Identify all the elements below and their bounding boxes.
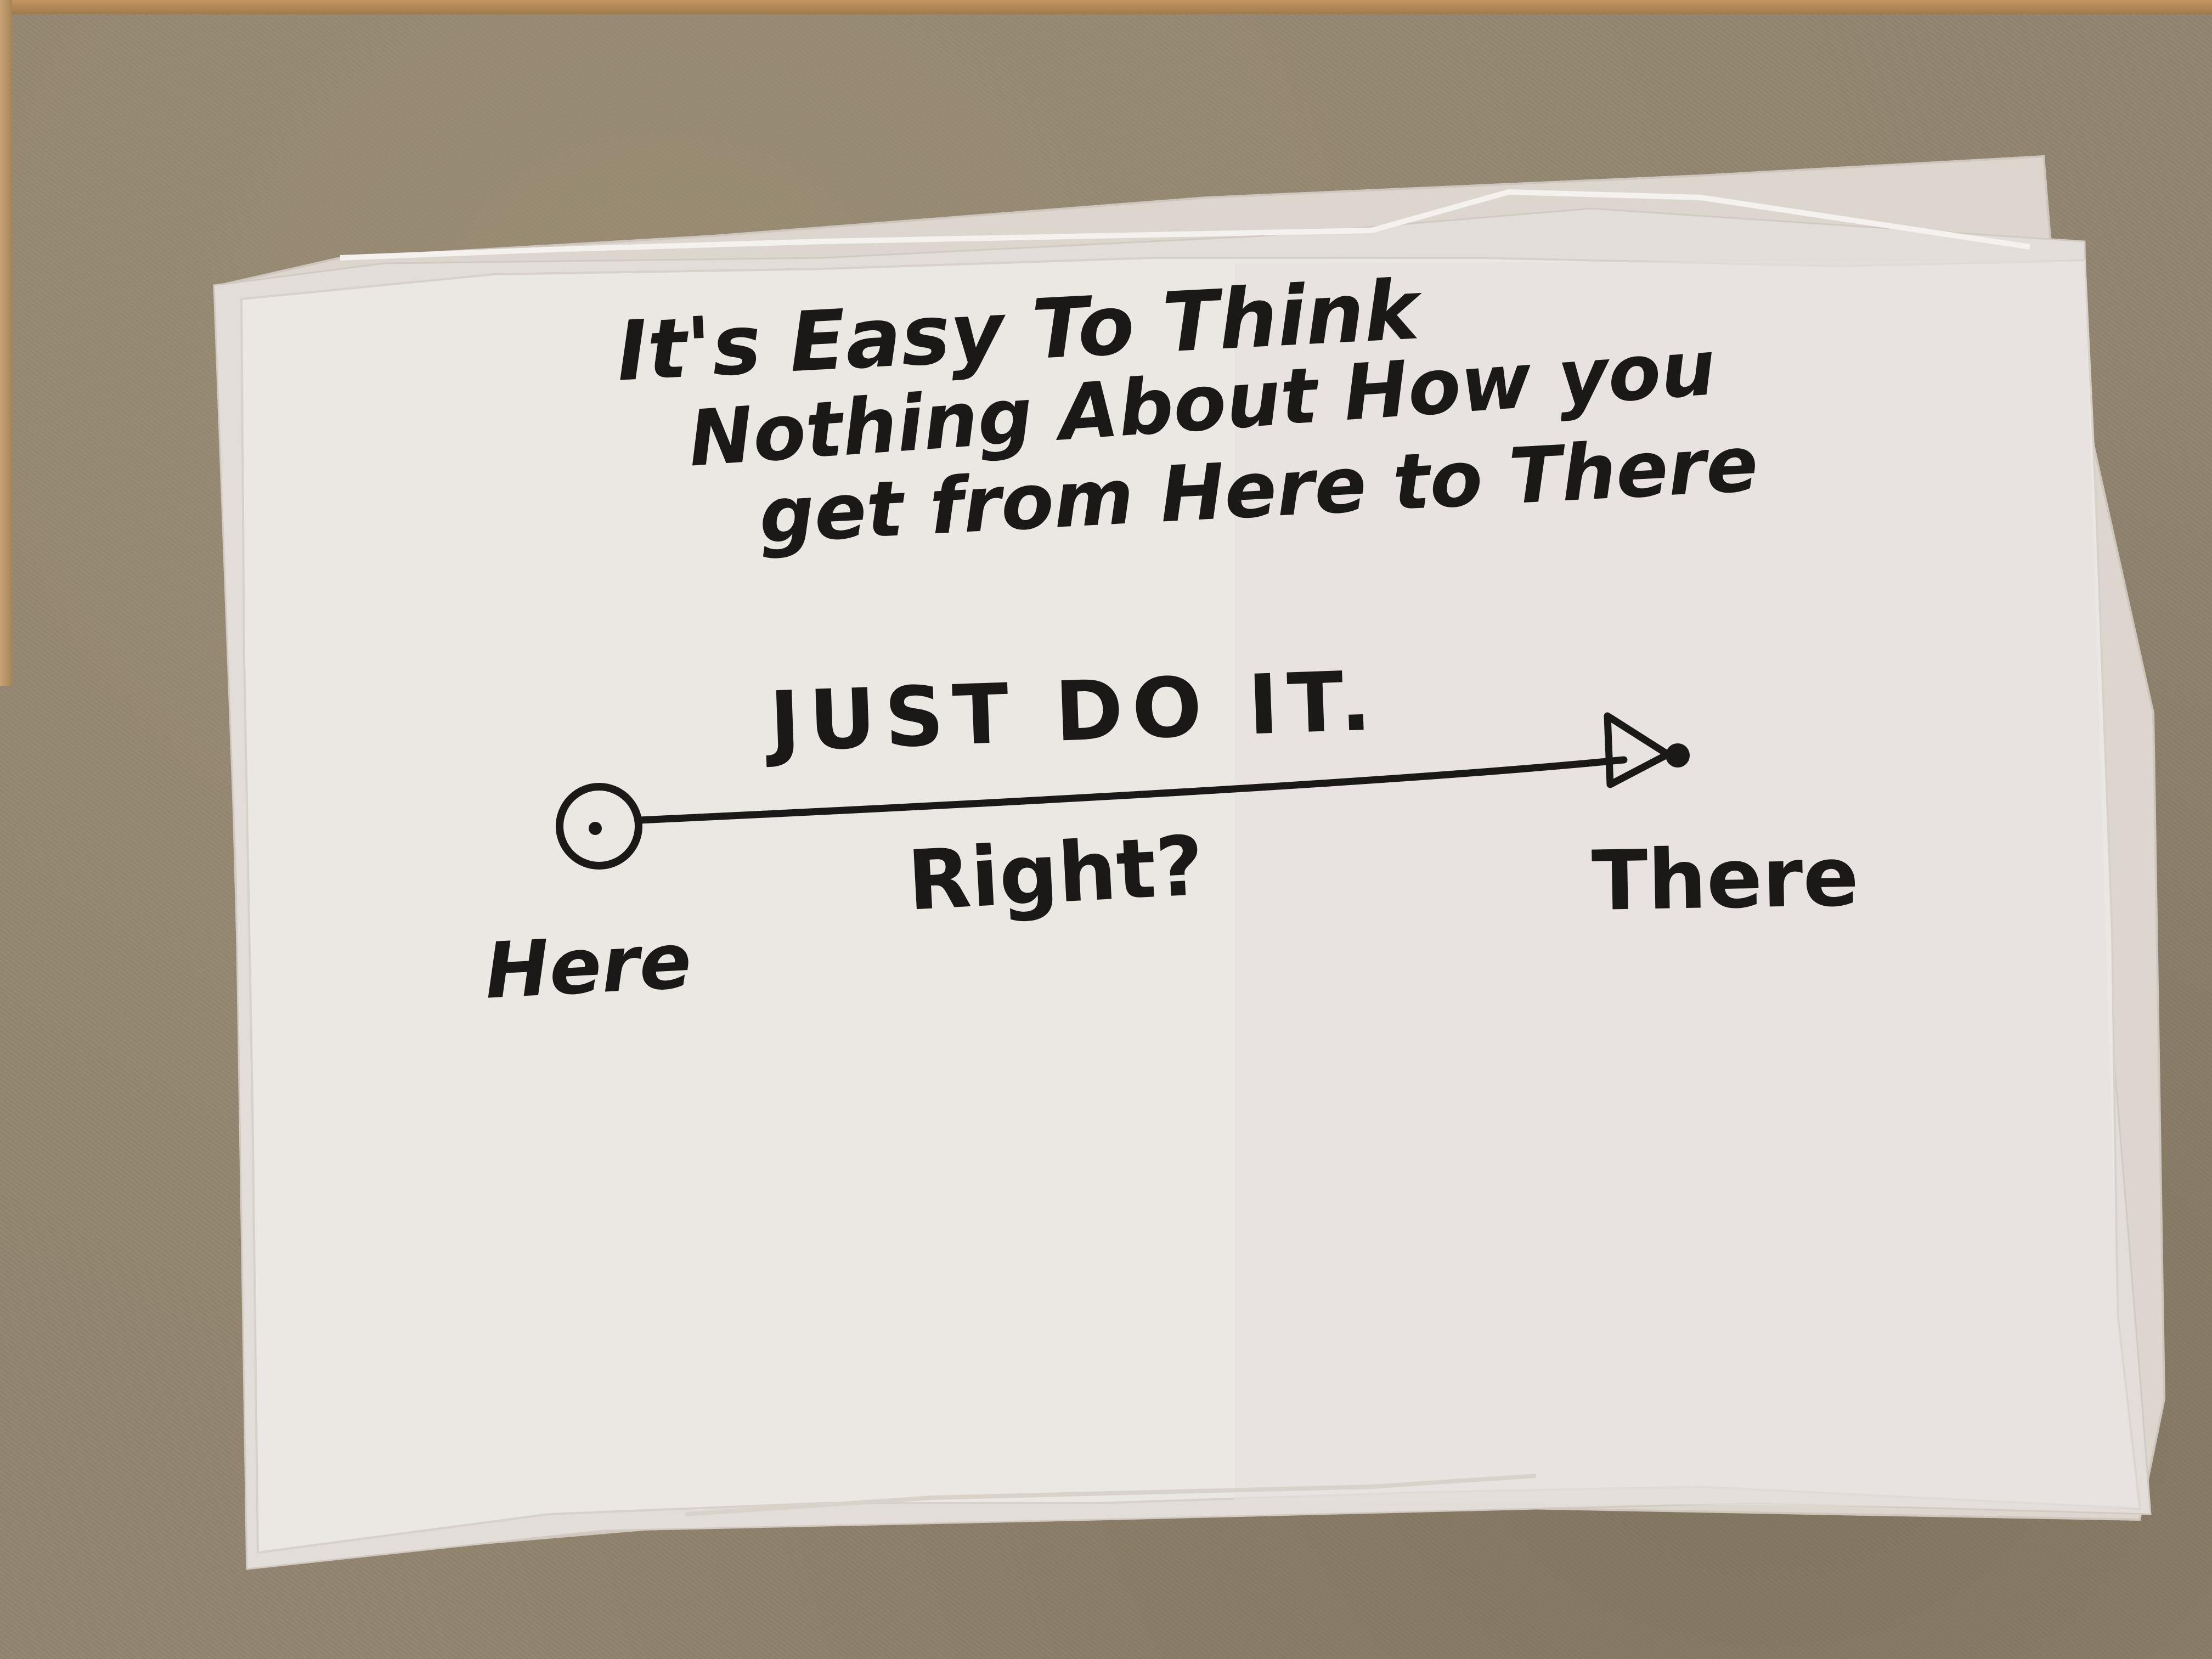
paper-torn-edge-top [340,189,2030,261]
arrow-line [635,756,1628,824]
start-circle [556,783,642,870]
paper-torn-edge-bottom [685,1474,1537,1516]
arrow-head [1604,712,1672,788]
start-dot [589,822,602,835]
here-label: Here [483,916,694,1017]
right-question-label: Right? [905,818,1206,929]
table-edge-top [0,0,2212,14]
there-label: There [1591,829,1860,929]
end-dot [1666,743,1690,768]
paper-shadow [1234,261,2140,1509]
table-edge-left [0,0,12,686]
